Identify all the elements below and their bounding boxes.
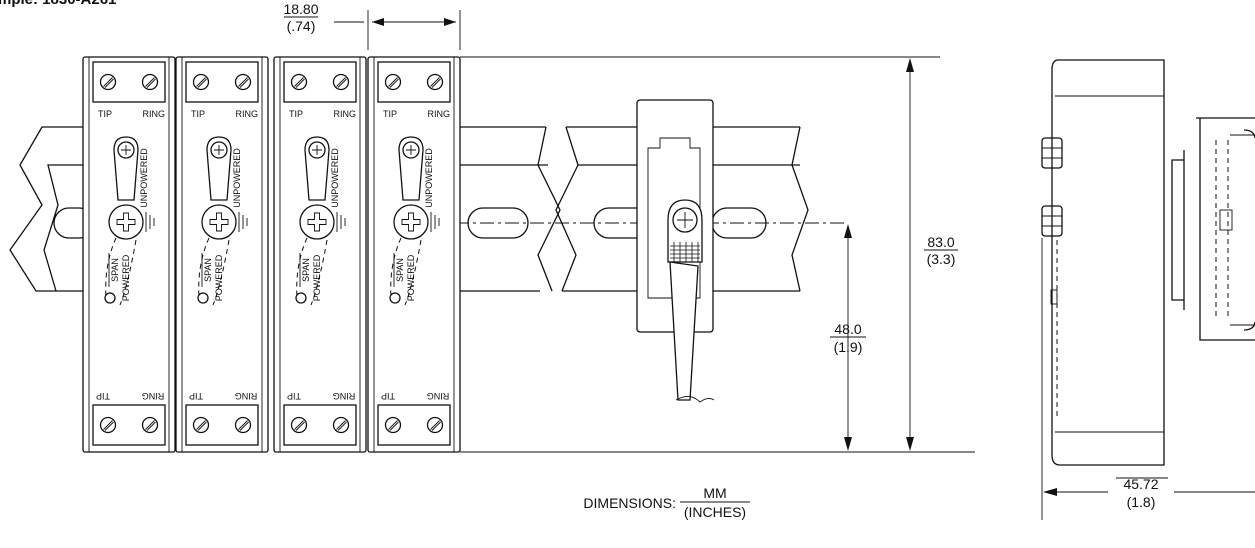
units-note-denominator: (INCHES) xyxy=(684,504,746,520)
module-housing xyxy=(175,56,269,453)
total-height-mm: 83.0 xyxy=(927,234,954,250)
dimension-labels: 18.80 (.74) 83.0 (3.3) 48.0 (1.9) 45.72 … xyxy=(283,1,1158,520)
ring-label-bottom: RING xyxy=(333,391,356,401)
unpowered-label: UNPOWERED xyxy=(139,148,149,208)
ring-label-top: RING xyxy=(428,109,451,119)
tip-label-bottom: TIP xyxy=(96,391,110,401)
figure-caption: mple: 1830-A261 xyxy=(0,0,116,8)
lever-rest-icon xyxy=(295,292,307,304)
units-note-numerator: MM xyxy=(703,485,726,501)
tip-label-top: TIP xyxy=(289,109,303,119)
module-housing xyxy=(273,56,367,453)
lever-rest-icon xyxy=(104,292,116,304)
tip-label-top: TIP xyxy=(98,109,112,119)
module-width-inches: (.74) xyxy=(287,18,316,34)
ring-label-bottom: RING xyxy=(427,391,450,401)
ring-label-top: RING xyxy=(334,109,357,119)
end-clamp xyxy=(636,99,715,403)
mount-screw-icon xyxy=(108,204,144,240)
powered-label: POWERED xyxy=(406,254,416,301)
ring-label-top: RING xyxy=(236,109,259,119)
powered-label: POWERED xyxy=(214,254,224,301)
ring-label-bottom: RING xyxy=(235,391,258,401)
lever-rest-icon xyxy=(389,292,401,304)
unpowered-label: UNPOWERED xyxy=(232,148,242,208)
lever-rest-icon xyxy=(197,292,209,304)
tip-label-top: TIP xyxy=(191,109,205,119)
unpowered-label: UNPOWERED xyxy=(330,148,340,208)
ground-lug xyxy=(667,199,715,403)
span-label: SPAN xyxy=(395,258,405,282)
module-housing xyxy=(367,56,461,453)
powered-label: POWERED xyxy=(121,254,131,301)
tip-label-bottom: TIP xyxy=(189,391,203,401)
module-housing xyxy=(82,56,176,453)
module-width-mm: 18.80 xyxy=(283,1,318,17)
span-label: SPAN xyxy=(203,258,213,282)
ring-label-bottom: RING xyxy=(142,391,165,401)
total-height-inches: (3.3) xyxy=(927,251,956,267)
unpowered-label: UNPOWERED xyxy=(424,148,434,208)
center-height-inches: (1.9) xyxy=(834,339,863,355)
units-note-prefix: DIMENSIONS: xyxy=(583,495,676,511)
span-label: SPAN xyxy=(301,258,311,282)
tip-label-top: TIP xyxy=(383,109,397,119)
dimension-lines xyxy=(284,10,1255,520)
depth-inches: (1.8) xyxy=(1127,494,1156,510)
tip-label-bottom: TIP xyxy=(287,391,301,401)
mount-screw-icon xyxy=(201,204,237,240)
ring-label-top: RING xyxy=(143,109,166,119)
mount-screw-icon xyxy=(393,204,429,240)
span-label: SPAN xyxy=(110,258,120,282)
mount-screw-icon xyxy=(299,204,335,240)
side-view xyxy=(1041,59,1255,466)
depth-mm: 45.72 xyxy=(1123,476,1158,492)
powered-label: POWERED xyxy=(312,254,322,301)
tip-label-bottom: TIP xyxy=(381,391,395,401)
center-height-mm: 48.0 xyxy=(834,321,861,337)
